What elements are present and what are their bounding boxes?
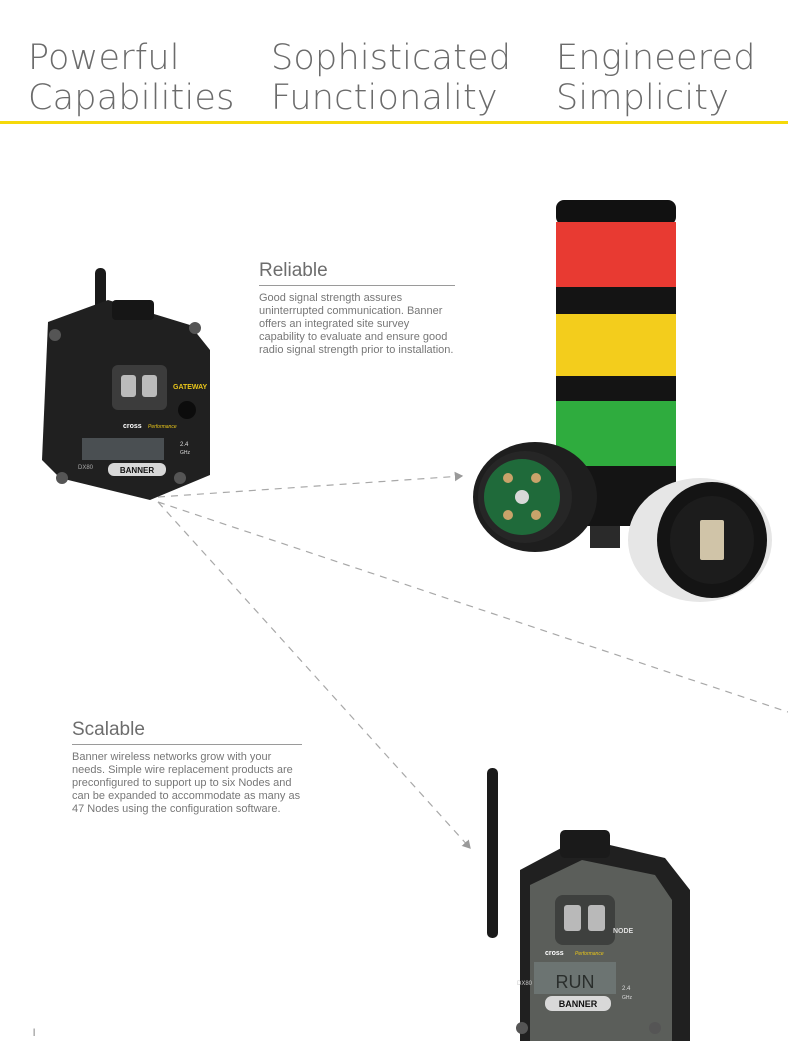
svg-text:GHz: GHz (180, 450, 191, 456)
tower-green-segment (556, 401, 676, 466)
header-rule (0, 121, 788, 124)
rotary-switch (142, 375, 157, 397)
gateway-band: 2.4 (180, 442, 189, 448)
gateway-brand-plate (108, 463, 166, 476)
network-links (157, 471, 788, 849)
node-antenna (487, 768, 498, 938)
svg-text:Performance: Performance (575, 951, 604, 957)
svg-text:Performance: Performance (148, 424, 177, 430)
node-band: 2.4 (622, 986, 631, 992)
svg-text:GHz: GHz (622, 995, 633, 1001)
tower-light (473, 200, 772, 602)
node-lcd (534, 962, 616, 994)
gateway-type-label: GATEWAY (173, 384, 208, 391)
rotary-switch (564, 905, 581, 931)
node-model: DX80 (517, 981, 533, 987)
rotary-switch (121, 375, 136, 397)
heading-simplicity: Engineered Simplicity (556, 38, 756, 118)
gateway-device: GATEWAY cross Performance 2.4 GHz DX80 B… (42, 268, 210, 500)
gateway-window (112, 365, 167, 410)
node-brand-plate (545, 996, 611, 1011)
tower-yellow-segment (556, 314, 676, 376)
gateway-brand: BANNER (120, 466, 154, 475)
node-brand: BANNER (559, 999, 598, 1009)
gateway-button (178, 401, 196, 419)
feature-body: Good signal strength assures uninterrupt… (259, 292, 454, 356)
page-number: l (33, 1028, 36, 1039)
gateway-screw (49, 329, 61, 341)
feature-body: Banner wireless networks grow with your … (72, 751, 301, 815)
connector (700, 520, 724, 560)
rotary-switch (588, 905, 605, 931)
page-header: Powerful Capabilities Sophisticated Func… (0, 0, 788, 124)
gateway-model: DX80 (78, 465, 94, 471)
tower-cap (556, 200, 676, 225)
tower-red-segment (556, 222, 676, 287)
link-to-offpage (157, 501, 788, 713)
node-device: RUN NODE cross Performance 2.4 GHz DX80 … (487, 768, 690, 1041)
node-lcd-text: RUN (556, 972, 595, 992)
node-type-label: NODE (613, 928, 634, 935)
feature-scalable: Scalable Banner wireless networks grow w… (72, 719, 302, 816)
feature-reliable: Reliable Good signal strength assures un… (259, 260, 455, 357)
feature-title: Scalable (72, 719, 302, 745)
gateway-product-line: cross (123, 423, 142, 430)
feature-title: Reliable (259, 260, 455, 286)
gateway-lcd (82, 438, 164, 460)
heading-functionality: Sophisticated Functionality (271, 38, 512, 118)
link-to-tower (157, 471, 464, 498)
heading-capabilities: Powerful Capabilities (28, 38, 235, 118)
node-product-line: cross (545, 950, 564, 957)
